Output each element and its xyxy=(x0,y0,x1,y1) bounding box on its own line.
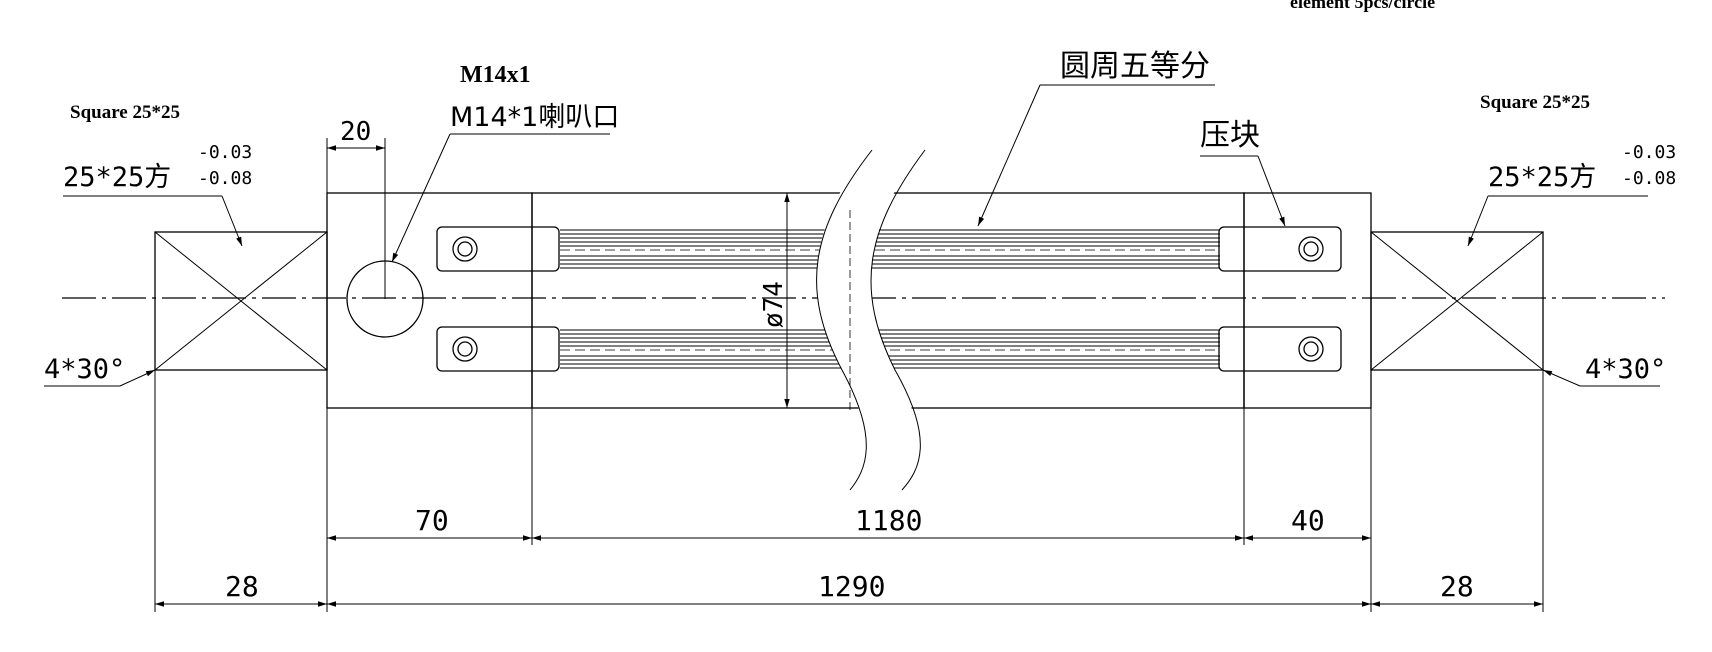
break-mark xyxy=(816,140,926,491)
dim-row-1: 70 1180 40 xyxy=(327,504,1371,541)
diameter-label: ø74 xyxy=(759,281,789,328)
right-fitting xyxy=(1243,192,1372,409)
left-square-en-label: Square 25*25 xyxy=(70,102,180,123)
left-chamfer-label: 4*30° xyxy=(44,354,125,385)
right-chamfer-callout: 4*30° xyxy=(1542,354,1666,387)
right-tol-lower: -0.08 xyxy=(1622,168,1676,189)
dim-70-label: 70 xyxy=(415,504,449,537)
dim-20-label: 20 xyxy=(340,117,371,147)
thread-callout: M14x1 M14*1喇叭口 xyxy=(391,62,619,263)
five-equal-callout: 圆周五等分 xyxy=(977,49,1215,227)
right-square-end xyxy=(1370,231,1544,371)
left-square-cn-label: 25*25方 xyxy=(63,162,171,193)
left-tol-lower: -0.08 xyxy=(198,168,252,189)
right-chamfer-label: 4*30° xyxy=(1585,354,1666,385)
diameter-dimension: ø74 xyxy=(759,193,790,408)
dim-40-label: 40 xyxy=(1291,504,1325,537)
right-square-callout: Square 25*25 25*25方 -0.03 -0.08 xyxy=(1467,92,1676,247)
five-equal-label: 圆周五等分 xyxy=(1060,49,1210,84)
dim-1290-label: 1290 xyxy=(818,570,885,603)
right-square-cn-label: 25*25方 xyxy=(1488,162,1596,193)
element-upper xyxy=(436,226,1342,272)
dim-1180-label: 1180 xyxy=(855,504,922,537)
dim-20: 20 xyxy=(326,117,386,193)
extension-lines xyxy=(154,370,1544,612)
left-square-callout: Square 25*25 25*25方 -0.03 -0.08 xyxy=(63,102,252,247)
left-tol-upper: -0.03 xyxy=(198,142,252,163)
left-chamfer-callout: 4*30° xyxy=(44,354,156,387)
press-block-label: 压块 xyxy=(1200,118,1260,153)
right-tol-upper: -0.03 xyxy=(1622,142,1676,163)
thread-en-label: M14x1 xyxy=(460,62,531,88)
right-square-en-label: Square 25*25 xyxy=(1480,92,1590,113)
thread-cn-label: M14*1喇叭口 xyxy=(450,102,619,133)
left-fitting xyxy=(326,150,533,409)
dim-28-right-label: 28 xyxy=(1440,570,1474,603)
dim-28-left-label: 28 xyxy=(225,570,259,603)
dim-row-2: 28 1290 28 xyxy=(155,570,1543,607)
press-block-callout: 压块 xyxy=(1200,118,1286,227)
left-square-end xyxy=(154,231,328,371)
clipped-note: element 5pcs/circle xyxy=(1290,0,1435,12)
